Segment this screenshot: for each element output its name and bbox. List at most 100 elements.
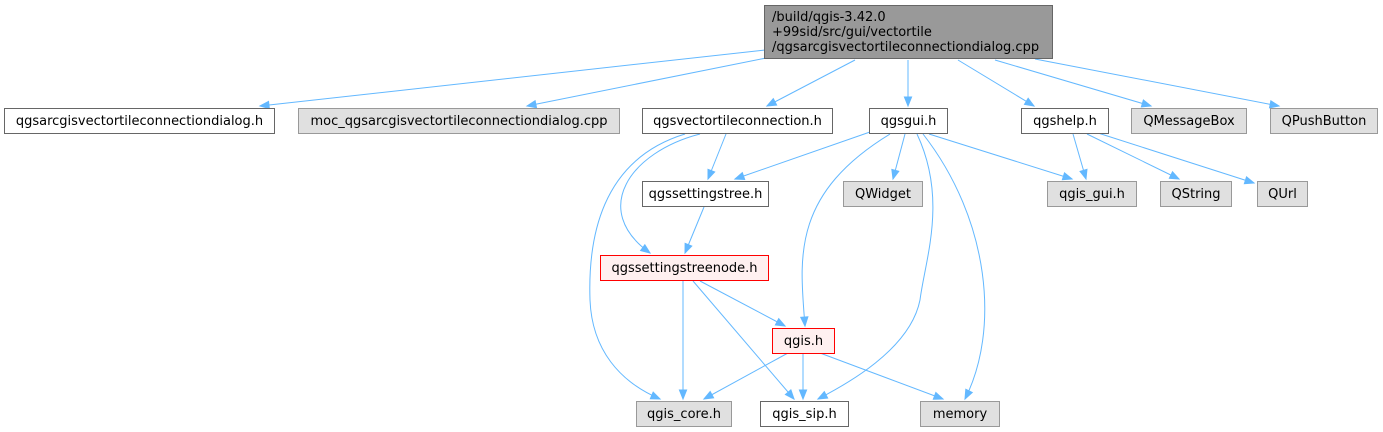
node-label: qgis.h — [784, 334, 823, 349]
edge-arrowhead — [765, 97, 778, 107]
edge-root-to-n_qpushbutton — [1034, 58, 1281, 109]
node-qgis-gui: qgis_gui.h — [1047, 181, 1137, 207]
node-box — [600, 255, 769, 281]
node-qurl: QUrl — [1257, 181, 1308, 207]
node-box — [1021, 108, 1109, 134]
node-settingstreenode[interactable]: qgssettingstreenode.h — [600, 255, 769, 281]
edge-line — [589, 133, 686, 400]
edge-arrowhead — [1023, 97, 1036, 107]
node-box — [298, 108, 620, 134]
edge-arrowhead — [1079, 168, 1088, 181]
edge-root-to-n_qgsgui — [903, 60, 913, 108]
node-qgis-sip[interactable]: qgis_sip.h — [760, 401, 849, 427]
edge-line — [766, 59, 856, 107]
node-label: qgis_core.h — [647, 407, 721, 422]
edge-line — [994, 59, 1152, 107]
node-qstring: QString — [1160, 181, 1232, 207]
node-label: qgsarcgisvectortileconnectiondialog.h — [16, 114, 263, 129]
edge-arrowhead — [816, 390, 829, 400]
node-moc: moc_qgsarcgisvectortileconnectiondialog.… — [298, 108, 620, 134]
edge-root-to-n_qgshelp — [957, 59, 1036, 107]
node-label: qgssettingstree.h — [649, 187, 763, 202]
edge-arrowhead — [639, 243, 652, 254]
edge-n_vtconn-to-n_qgis_core — [589, 133, 686, 400]
node-box — [1131, 108, 1247, 134]
edge-arrowhead — [891, 168, 900, 181]
edge-arrowhead — [1268, 99, 1281, 109]
node-label: QWidget — [855, 187, 911, 202]
node-label: QString — [1171, 187, 1220, 202]
node-label: qgis_sip.h — [772, 407, 836, 422]
edge-arrowhead — [707, 168, 716, 181]
edge-root-to-n_vtconn — [765, 59, 856, 107]
node-root[interactable]: /build/qgis-3.42.0+99sid/src/gui/vectort… — [764, 5, 1053, 59]
edge-line — [801, 133, 891, 327]
edge-line — [620, 133, 701, 254]
edges-layer — [258, 49, 1281, 401]
node-box — [760, 401, 849, 427]
node-qgis-core: qgis_core.h — [636, 401, 732, 427]
node-box — [1270, 108, 1378, 134]
node-box — [843, 181, 923, 207]
node-qgis[interactable]: qgis.h — [772, 328, 835, 354]
edge-root-to-n_arcgis_h — [258, 49, 766, 110]
edge-n_vtconn-to-n_settingstree — [707, 133, 727, 181]
node-label: qgsgui.h — [881, 114, 937, 129]
node-label: moc_qgsarcgisvectortileconnectiondialog.… — [311, 114, 608, 129]
node-qgsgui[interactable]: qgsgui.h — [869, 108, 948, 134]
node-label: qgshelp.h — [1033, 114, 1097, 129]
node-label: memory — [933, 407, 988, 422]
node-box — [920, 401, 1000, 427]
edge-n_qgshelp-to-n_qstring — [1086, 133, 1181, 180]
node-arcgis-h[interactable]: qgsarcgisvectortileconnectiondialog.h — [4, 108, 275, 134]
node-label: /qgsarcgisvectortileconnectiondialog.cpp — [772, 40, 1039, 55]
edge-n_qgis-to-n_memory — [819, 352, 945, 400]
edge-line — [259, 49, 766, 107]
edge-n_qgis-to-n_qgis_core — [702, 352, 789, 400]
node-memory: memory — [920, 401, 1000, 427]
node-label: qgsvectortileconnection.h — [653, 114, 822, 129]
node-box — [642, 108, 833, 134]
edge-arrowhead — [702, 390, 715, 400]
edge-n_settingstree-to-n_settingstreenode — [684, 206, 705, 255]
node-box — [642, 181, 769, 207]
node-box — [1257, 181, 1308, 207]
edge-arrowhead — [964, 388, 974, 401]
node-qwidget: QWidget — [843, 181, 923, 207]
node-box — [869, 108, 948, 134]
edge-arrowhead — [258, 100, 270, 110]
node-box — [4, 108, 275, 134]
node-label: QUrl — [1268, 187, 1297, 202]
edge-n_vtconn-to-n_settingstreenode — [620, 133, 701, 254]
edge-arrowhead — [1061, 172, 1074, 181]
nodes-layer: /build/qgis-3.42.0+99sid/src/gui/vectort… — [4, 5, 1378, 427]
edge-n_settingstreenode-to-n_qgis — [699, 280, 787, 327]
node-label: QMessageBox — [1143, 114, 1235, 129]
edge-n_qgsgui-to-n_qgis_gui — [928, 133, 1074, 181]
edge-n_settingstreenode-to-n_qgis_core — [678, 281, 688, 401]
node-settingstree[interactable]: qgssettingstree.h — [642, 181, 769, 207]
edge-n_qgshelp-to-n_qurl — [1097, 132, 1256, 185]
edge-line — [928, 133, 1073, 180]
edge-arrowhead — [784, 388, 795, 401]
edge-arrowhead — [1140, 99, 1153, 108]
edge-root-to-n_qmessagebox — [994, 59, 1153, 108]
edge-line — [692, 280, 795, 400]
node-box — [772, 328, 835, 354]
edge-arrowhead — [733, 171, 746, 180]
node-box — [636, 401, 732, 427]
edge-arrowhead — [1243, 175, 1256, 185]
edge-root-to-n_moc — [525, 57, 767, 109]
node-label: /build/qgis-3.42.0 — [772, 10, 886, 25]
edge-line — [817, 133, 934, 400]
edge-n_qgsgui-to-n_qwidget — [891, 133, 906, 181]
edge-line — [734, 131, 871, 180]
node-label: qgssettingstreenode.h — [611, 261, 757, 276]
node-vtconn[interactable]: qgsvectortileconnection.h — [642, 108, 833, 134]
edge-arrowhead — [649, 391, 662, 400]
edge-line — [819, 352, 944, 400]
node-qgshelp[interactable]: qgshelp.h — [1021, 108, 1109, 134]
edge-n_qgsgui-to-n_qgis — [799, 133, 891, 328]
edge-arrowhead — [678, 389, 688, 401]
